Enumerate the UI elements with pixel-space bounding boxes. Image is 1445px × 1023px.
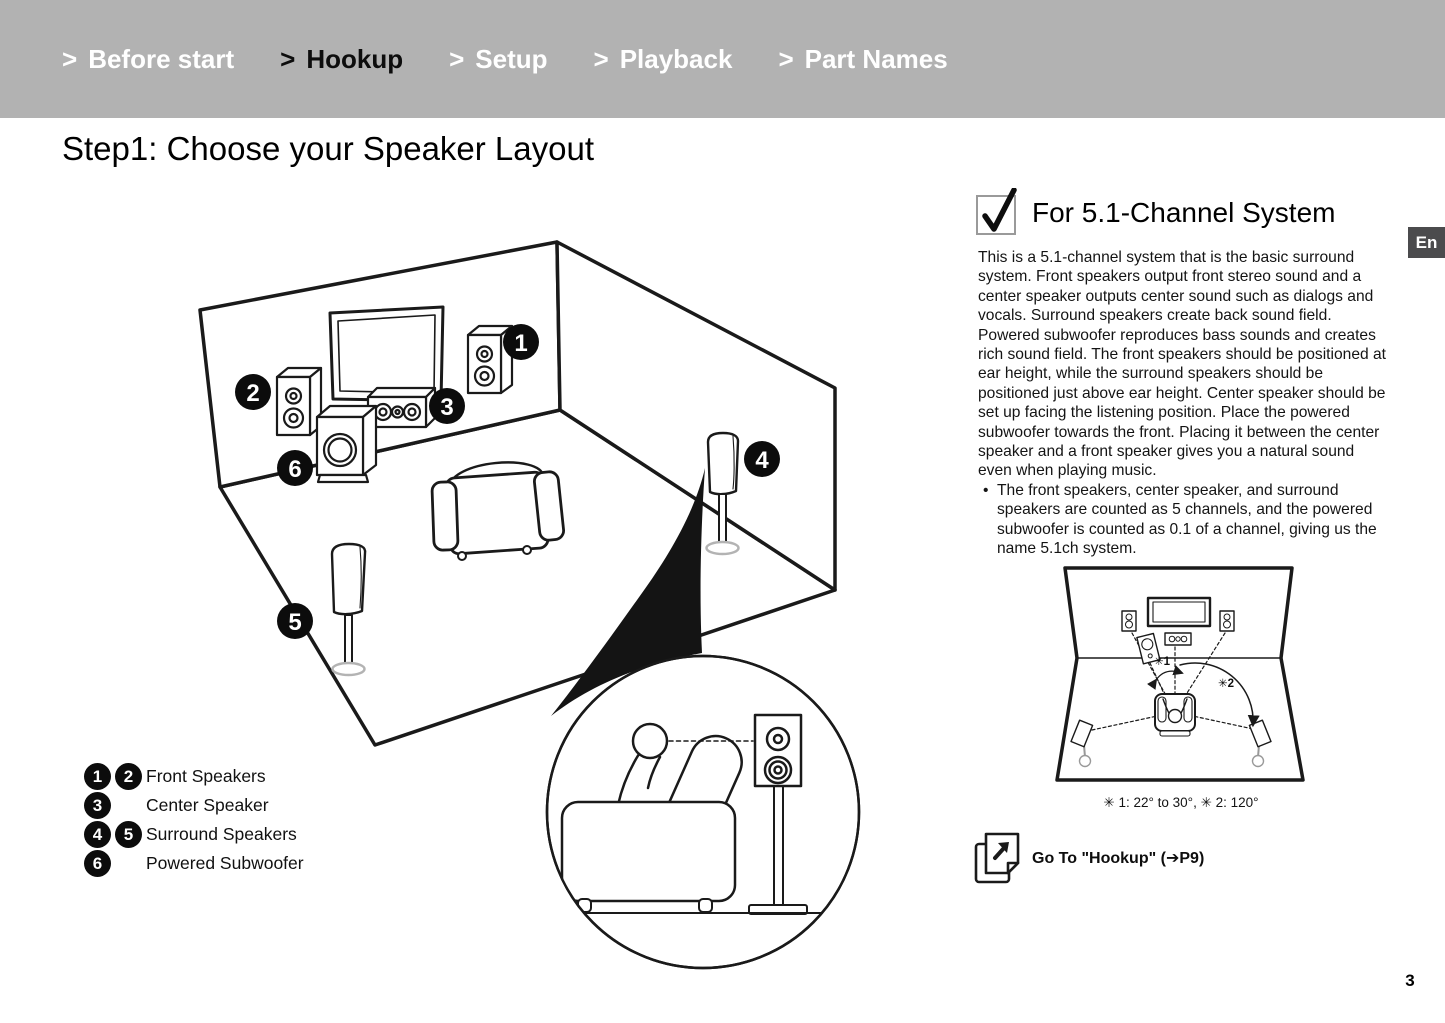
legend-label: Front Speakers	[146, 766, 266, 786]
mini-5-1-layout-diagram: ✳1 ✳2	[1055, 566, 1305, 782]
sofa-body	[560, 800, 737, 903]
checkbox-checked-icon	[973, 187, 1025, 240]
section-body: This is a 5.1-channel system that is the…	[978, 248, 1388, 559]
angle-caption: ✳ 1: 22° to 30°, ✳ 2: 120°	[1103, 795, 1259, 810]
speaker-layout-room-diagram: 1 2 3 4 5 6	[198, 240, 861, 970]
nav-item-before-start[interactable]: > Before start	[62, 44, 234, 75]
nav-item-label: Before start	[88, 43, 235, 74]
page-jump-icon	[974, 832, 1020, 884]
language-badge: En	[1408, 227, 1445, 258]
front-right-speaker	[466, 324, 514, 395]
front-left-speaker	[275, 366, 323, 437]
legend-label: Center Speaker	[146, 795, 269, 815]
badge-1: 1	[514, 330, 527, 357]
mini-angle1-arc	[1146, 665, 1184, 690]
mini-front-left-speaker	[1121, 610, 1137, 632]
legend-row-subwoofer: 6 Powered Subwoofer	[84, 849, 304, 878]
bullet-marker: •	[983, 481, 989, 499]
mini-surround-left	[1070, 719, 1094, 768]
legend-badge-5: 5	[115, 821, 142, 848]
badge-2: 2	[246, 380, 259, 407]
armchair	[430, 461, 565, 561]
nav-item-label: Setup	[475, 43, 548, 74]
legend-badge-6: 6	[84, 850, 111, 877]
chevron-right-icon: >	[449, 43, 465, 74]
nav-item-hookup[interactable]: > Hookup	[280, 44, 403, 75]
mini-angle2-arc	[1179, 662, 1260, 728]
chevron-right-icon: >	[62, 43, 78, 74]
speaker-number-badges: 1 2 3 4 5 6	[235, 324, 780, 639]
go-to-label[interactable]: Go To "Hookup" (➔P9)	[1032, 850, 1205, 867]
mini-subwoofer	[1136, 632, 1161, 665]
inset-speaker-on-stand	[748, 713, 808, 915]
mini-tv	[1146, 596, 1212, 628]
mini-listener	[1154, 693, 1196, 737]
page-title: Step1: Choose your Speaker Layout	[62, 130, 595, 167]
nav-item-part-names[interactable]: > Part Names	[778, 44, 947, 75]
top-navigation-bar: > Before start > Hookup > Setup > Playba…	[0, 0, 1445, 118]
nav-item-playback[interactable]: > Playback	[594, 44, 733, 75]
nav-item-label: Hookup	[306, 43, 404, 74]
badge-6: 6	[288, 456, 301, 483]
mini-center-speaker	[1164, 632, 1192, 646]
nav-item-label: Part Names	[804, 43, 948, 74]
surround-right-speaker	[705, 431, 740, 556]
page-number: 3	[1405, 971, 1415, 990]
legend-badge-2: 2	[115, 763, 142, 790]
nav-item-label: Playback	[619, 43, 733, 74]
legend-row-front: 1 2 Front Speakers	[84, 762, 304, 791]
section-heading: For 5.1-Channel System	[1032, 197, 1336, 228]
section-bullet: • The front speakers, center speaker, an…	[978, 481, 1388, 559]
legend-label: Surround Speakers	[146, 824, 297, 844]
chevron-right-icon: >	[778, 43, 794, 74]
legend-badge-3: 3	[84, 792, 111, 819]
legend-label: Powered Subwoofer	[146, 853, 304, 873]
speaker-legend: 1 2 Front Speakers 3 Center Speaker 4 5 …	[84, 762, 304, 878]
mini-angle1-label: ✳1	[1154, 656, 1171, 668]
bullet-text: The front speakers, center speaker, and …	[997, 481, 1377, 558]
legend-badge-1: 1	[84, 763, 111, 790]
legend-row-center: 3 Center Speaker	[84, 791, 304, 820]
center-speaker	[366, 386, 437, 429]
chevron-right-icon: >	[593, 43, 609, 74]
badge-4: 4	[755, 447, 769, 474]
legend-row-surround: 4 5 Surround Speakers	[84, 820, 304, 849]
section-paragraph: This is a 5.1-channel system that is the…	[978, 249, 1387, 480]
go-to-hookup-link[interactable]: Go To "Hookup" (➔P9)	[973, 831, 1204, 885]
ear-height-inset	[545, 654, 861, 970]
mini-front-right-speaker	[1219, 610, 1235, 632]
badge-3: 3	[440, 394, 453, 421]
nav-item-setup[interactable]: > Setup	[449, 44, 547, 75]
mini-angle2-label: ✳2	[1218, 678, 1234, 690]
chevron-right-icon: >	[280, 43, 296, 74]
callout-curl	[551, 468, 705, 716]
badge-5: 5	[288, 609, 301, 636]
powered-subwoofer	[315, 404, 378, 484]
legend-badge-4: 4	[84, 821, 111, 848]
surround-left-speaker	[330, 542, 367, 677]
